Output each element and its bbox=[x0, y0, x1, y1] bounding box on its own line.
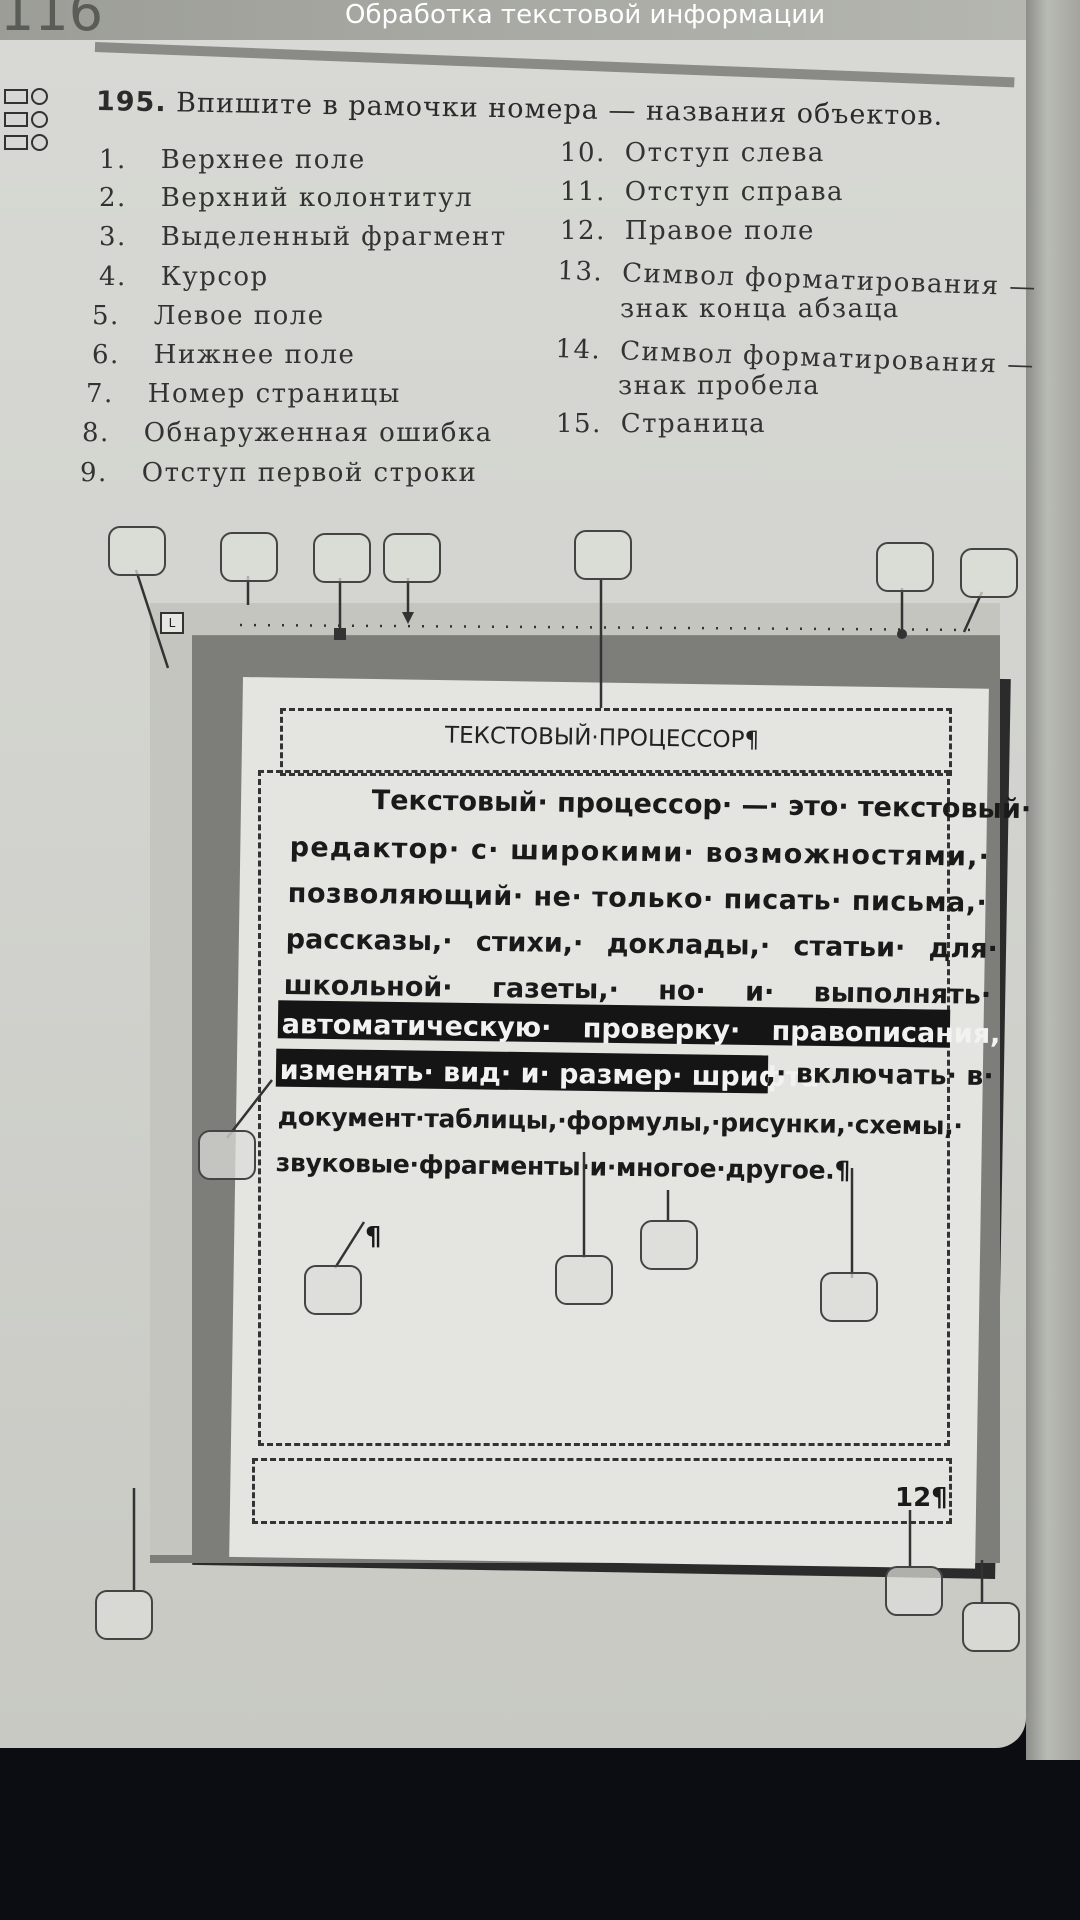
running-header: 116 Обработка текстовой информации bbox=[0, 0, 1026, 43]
list-item: 6. Нижнее поле bbox=[92, 340, 356, 370]
answer-box[interactable] bbox=[876, 542, 934, 592]
list-item: 9. Отступ первой строки bbox=[80, 458, 478, 488]
list-item: 3. Выделенный фрагмент bbox=[99, 222, 507, 252]
header-area bbox=[280, 708, 952, 776]
tab-stop-button: L bbox=[160, 612, 184, 634]
list-item: 2. Верхний колонтитул bbox=[99, 183, 474, 213]
list-item: 1. Верхнее поле bbox=[99, 145, 366, 175]
list-item-continuation: знак конца абзаца bbox=[620, 294, 900, 324]
answer-box[interactable] bbox=[574, 530, 632, 580]
list-item: 7. Номер страницы bbox=[86, 379, 401, 409]
task-type-icon bbox=[4, 88, 48, 157]
answer-box[interactable] bbox=[313, 533, 371, 583]
list-item: 11. Отступ справа bbox=[560, 177, 844, 207]
answer-box[interactable] bbox=[108, 526, 166, 576]
list-item-continuation: знак пробела bbox=[618, 371, 821, 401]
answer-box[interactable] bbox=[198, 1130, 256, 1180]
running-title: Обработка текстовой информации bbox=[345, 0, 826, 30]
list-item: 10. Отступ слева bbox=[560, 138, 825, 168]
answer-box[interactable] bbox=[555, 1255, 613, 1305]
list-item: 12. Правое поле bbox=[560, 216, 815, 246]
answer-box[interactable] bbox=[820, 1272, 878, 1322]
answer-box[interactable] bbox=[962, 1602, 1020, 1652]
answer-box[interactable] bbox=[640, 1220, 698, 1270]
footer-page-number: 12¶ bbox=[895, 1483, 948, 1513]
list-item: 4. Курсор bbox=[99, 262, 269, 292]
list-item: 8. Обнаруженная ошибка bbox=[82, 418, 493, 448]
answer-box[interactable] bbox=[220, 532, 278, 582]
page-number: 116 bbox=[0, 0, 104, 43]
horizontal-ruler bbox=[150, 603, 1000, 636]
empty-paragraph-mark: ¶ bbox=[365, 1222, 382, 1252]
answer-box[interactable] bbox=[885, 1566, 943, 1616]
answer-box[interactable] bbox=[383, 533, 441, 583]
document-header-text: ТЕКСТОВЫЙ·ПРОЦЕССОР¶ bbox=[444, 722, 760, 754]
body-line: ,· включать· в· bbox=[765, 1058, 994, 1093]
list-item: 15. Страница bbox=[556, 409, 767, 439]
vertical-ruler bbox=[150, 635, 192, 1555]
answer-box[interactable] bbox=[95, 1590, 153, 1640]
task-number: 195. bbox=[95, 86, 167, 119]
page-edge bbox=[1026, 0, 1080, 1760]
list-item: 5. Левое поле bbox=[92, 301, 325, 331]
answer-box[interactable] bbox=[960, 548, 1018, 598]
answer-box[interactable] bbox=[304, 1265, 362, 1315]
footer-area bbox=[252, 1458, 952, 1524]
